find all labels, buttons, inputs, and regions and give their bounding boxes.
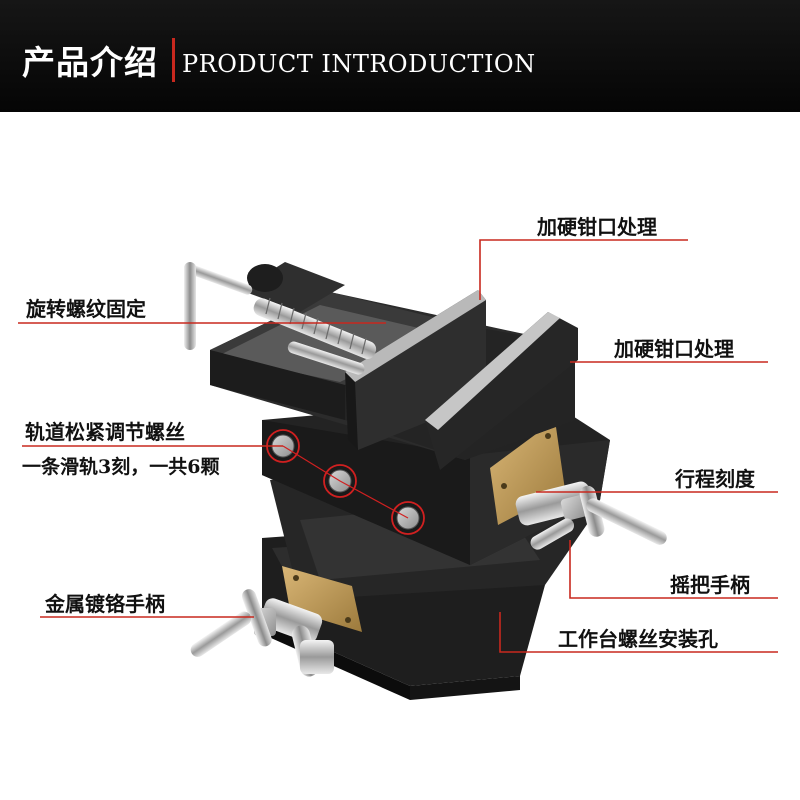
callout-line-mount xyxy=(499,612,778,653)
title-chinese: 产品介绍 xyxy=(22,43,158,82)
label-travel-scale: 行程刻度 xyxy=(675,467,755,491)
callout-line-crank xyxy=(569,540,778,599)
label-rail-adjust-screw: 轨道松紧调节螺丝 xyxy=(25,420,185,444)
label-rail-detail: 一条滑轨3刻，一共6颗 xyxy=(22,456,220,478)
title-divider xyxy=(172,38,175,82)
label-rotary-thread: 旋转螺纹固定 xyxy=(26,297,146,321)
label-metal-handle: 金属镀铬手柄 xyxy=(45,592,165,616)
label-table-mount-hole: 工作台螺丝安装孔 xyxy=(558,627,718,651)
label-crank-handle: 摇把手柄 xyxy=(670,573,750,597)
label-hardened-jaw-top: 加硬钳口处理 xyxy=(537,215,657,239)
header-banner: 产品介绍 PRODUCT INTRODUCTION xyxy=(0,0,800,112)
label-hardened-jaw-right: 加硬钳口处理 xyxy=(614,337,734,361)
title-english: PRODUCT INTRODUCTION xyxy=(182,50,536,78)
callout-line-jaw-top xyxy=(479,239,688,300)
